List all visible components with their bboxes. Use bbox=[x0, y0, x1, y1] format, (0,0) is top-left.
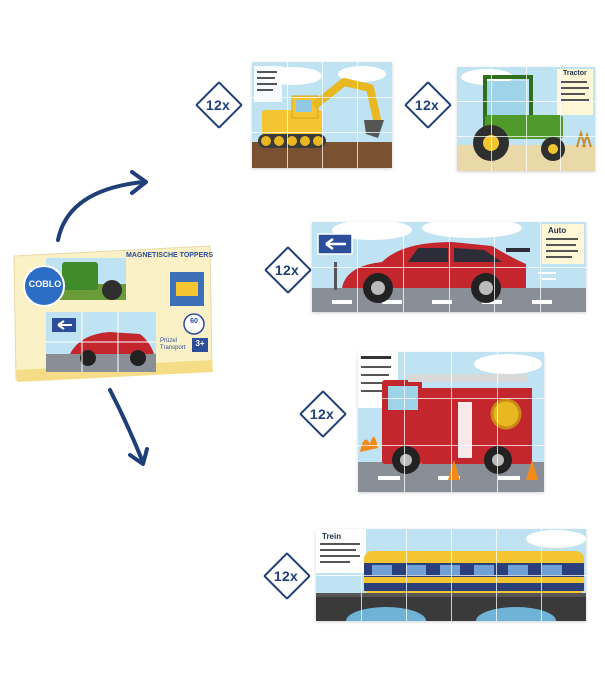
age-label: 3+ bbox=[195, 339, 205, 348]
puzzle-car: Auto bbox=[312, 222, 586, 312]
puzzle-train: Trein bbox=[316, 529, 586, 621]
train-title: Trein bbox=[322, 532, 342, 541]
product-box: COBLO MAGNETISCHE TOPPERS 60 Prüzel Tran… bbox=[10, 242, 215, 382]
count-badge-train-label: 12x bbox=[273, 568, 299, 584]
count-badge: 60 bbox=[190, 318, 198, 325]
tractor-title: Tractor bbox=[563, 70, 587, 77]
puzzle-tractor: Tractor bbox=[457, 67, 595, 171]
arrow-up-icon bbox=[56, 170, 148, 242]
count-badge-tractor-label: 12x bbox=[414, 97, 440, 113]
count-badge-car-label: 12x bbox=[274, 262, 300, 278]
puzzle-excavator bbox=[252, 62, 392, 168]
count-badge-firetruck-label: 12x bbox=[309, 406, 335, 422]
box-subtitle-2: Transport bbox=[160, 345, 186, 351]
box-subtitle-1: Prüzel bbox=[160, 338, 178, 344]
puzzle-firetruck bbox=[358, 352, 544, 492]
brand-logo-text: COBLO bbox=[28, 279, 62, 289]
box-title: MAGNETISCHE TOPPERS bbox=[126, 252, 213, 259]
car-title: Auto bbox=[548, 226, 567, 235]
count-badge-excavator-label: 12x bbox=[205, 97, 231, 113]
arrow-down-icon bbox=[108, 388, 149, 466]
